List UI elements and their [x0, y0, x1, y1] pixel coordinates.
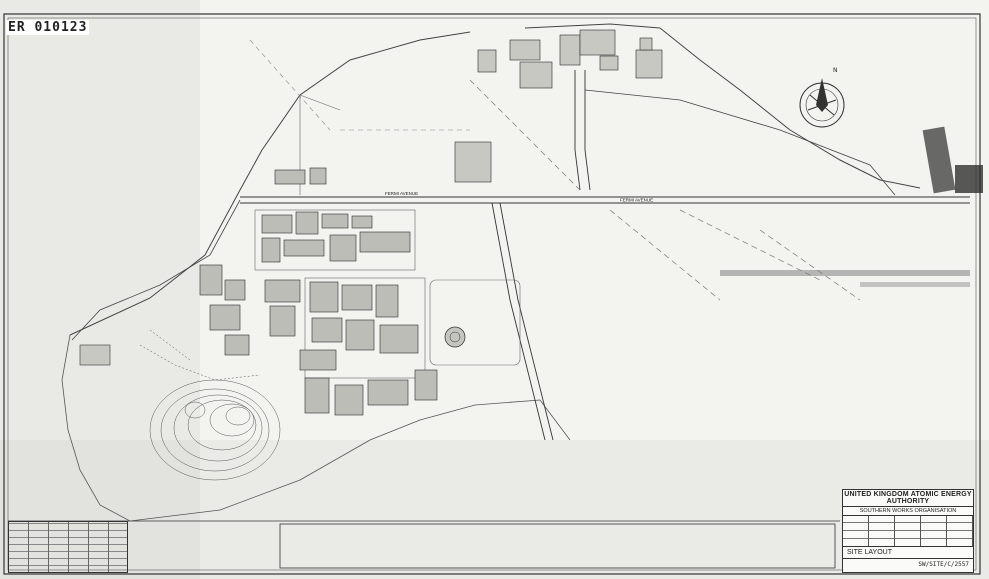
- road-west: [71, 199, 241, 341]
- title-block: UNITED KINGDOM ATOMIC ENERGY AUTHORITY S…: [842, 489, 974, 573]
- road-south-west-edge: [491, 202, 546, 441]
- road-label-fermi-avenue-west: FERMI AVENUE: [385, 191, 418, 196]
- compound-outline-central: [304, 277, 426, 379]
- dashed-service-lines: [469, 79, 861, 301]
- dashed-lines-north: [249, 39, 470, 131]
- title-block-grid: [843, 516, 973, 547]
- scan-artifact-edge: [955, 165, 983, 193]
- north-buildings: [454, 29, 663, 183]
- embankment-hatching: [139, 329, 261, 381]
- perimeter-fence: [69, 23, 921, 336]
- reactor-core-ring: [449, 331, 461, 343]
- compound-outline-east: [429, 279, 521, 366]
- road-north-west-edge: [574, 70, 581, 191]
- gatehouse-building: [79, 344, 111, 366]
- division-name: SOUTHERN WORKS ORGANISATION: [843, 507, 973, 516]
- revision-box: [279, 523, 836, 569]
- organisation-name: UNITED KINGDOM ATOMIC ENERGY AUTHORITY: [843, 491, 973, 507]
- sheet-border: [3, 13, 981, 575]
- contour-lines: [149, 379, 281, 481]
- scan-shading-left: [0, 0, 200, 579]
- scan-streak: [720, 270, 970, 276]
- perimeter-fence-west: [61, 334, 131, 522]
- left-notes-table: [8, 521, 128, 573]
- road-south-east-edge: [499, 202, 554, 441]
- north-label: N: [833, 67, 838, 74]
- reactor-dome: [444, 326, 466, 348]
- drawing-number: SW/SITE/C/2557: [918, 561, 969, 568]
- road-north-east-edge: [584, 70, 591, 191]
- perimeter-fence-south: [129, 399, 571, 522]
- drawing-title: SITE LAYOUT: [843, 547, 973, 559]
- scan-shading-bottom: [0, 440, 989, 579]
- scan-artifact-right: [922, 126, 956, 194]
- drawing-reference: ER 010123: [6, 20, 90, 35]
- compound-outline-north: [254, 209, 416, 271]
- inner-border: [7, 17, 977, 571]
- road-label-fermi-avenue-east: FERMI AVENUE: [620, 198, 653, 203]
- building-cluster: [199, 167, 438, 416]
- scan-streak-2: [860, 282, 970, 287]
- north-arrow: [799, 78, 845, 128]
- road-north-east: [584, 89, 896, 196]
